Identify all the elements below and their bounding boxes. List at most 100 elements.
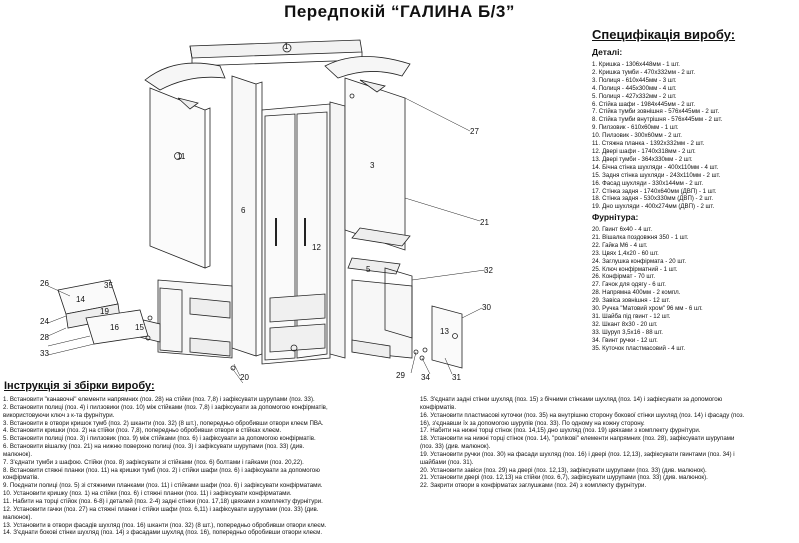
instruction-line: 22. Закрити отвори в конфірматах заглушк… bbox=[420, 482, 647, 490]
callout-20: 20 bbox=[240, 373, 249, 382]
callout-14: 14 bbox=[76, 295, 85, 304]
left-lower-cabinet bbox=[157, 279, 233, 359]
callout-24: 24 bbox=[40, 317, 49, 326]
callout-32: 32 bbox=[484, 266, 493, 275]
callout-33: 33 bbox=[40, 349, 49, 358]
part-item: 14. Бічна стінка шухляди - 400х110мм - 4… bbox=[592, 163, 719, 171]
instruction-line: 9. Поєднати полиці (поз. 5) зі стяжними … bbox=[3, 482, 323, 490]
part-item: 12. Двері шафи - 1740х318мм - 2 шт. bbox=[592, 147, 696, 155]
callout-26: 26 bbox=[40, 279, 49, 288]
instruction-line: 18. Установити на нижні торці стінок (по… bbox=[420, 435, 735, 443]
part-item: 10. Пилзовик - 300х60мм - 2 шт. bbox=[592, 132, 682, 140]
callout-11: 11 bbox=[177, 152, 186, 161]
part-item: 13. Двері тумби - 364х330мм - 2 шт. bbox=[592, 155, 693, 163]
instruction-line: 14. З'єднати бокові стінки шухляд (поз. … bbox=[3, 529, 323, 537]
callout-30: 30 bbox=[482, 303, 491, 312]
instruction-line: 10. Установити кришку (поз. 1) на стійки… bbox=[3, 490, 292, 498]
part-item: 4. Полиця - 445х300мм - 4 шт. bbox=[592, 84, 677, 92]
callout-19: 19 bbox=[100, 307, 109, 316]
callout-34: 34 bbox=[421, 373, 430, 382]
fitting-item: 28. Напрямна 400мм - 2 компл. bbox=[592, 289, 681, 297]
left-tall-panel bbox=[149, 87, 211, 269]
callout-16: 16 bbox=[110, 323, 119, 332]
fitting-item: 31. Шайба під гвинт - 12 шт. bbox=[592, 312, 671, 320]
instruction-line: 16), з'єднавши їх за допомогою шурупів (… bbox=[420, 419, 645, 427]
instruction-line: 13. Установити в отвори фасадів шухляд (… bbox=[3, 521, 327, 529]
part-item: 6. Стійка шафи - 1984х445мм - 2 шт. bbox=[592, 100, 696, 108]
parts-list: Деталі: 1. Кришка - 1306х448мм - 1 шт. 2… bbox=[592, 47, 797, 211]
instruction-line: 21. Установити двері (поз. 12,13) на сті… bbox=[420, 474, 708, 482]
fitting-item: 22. Гайка М6 - 4 шт. bbox=[592, 241, 648, 249]
part-item: 3. Полиця - 610х445мм - 3 шт. bbox=[592, 76, 677, 84]
instruction-line: 4. Встановити кришки (поз. 2) на стійки … bbox=[3, 427, 282, 435]
right-top-shelf bbox=[324, 56, 411, 79]
right-side-stand bbox=[329, 101, 346, 359]
document-title: Передпокій “ГАЛИНА Б/3” bbox=[284, 2, 515, 21]
parts-heading: Деталі: bbox=[592, 47, 623, 57]
instruction-line: конфірматів. bbox=[3, 474, 40, 482]
instruction-line: малюнок). bbox=[3, 450, 33, 458]
callout-31: 31 bbox=[452, 373, 461, 382]
instruction-line: 11. Набити на торці стійок (поз. 6-8) і … bbox=[3, 497, 323, 505]
part-item: 19. Дно шухляди - 400х274мм (ДВП) - 2 шт… bbox=[592, 203, 715, 211]
instruction-line: 19. Установити ручки (поз. 30) на фасади… bbox=[420, 450, 735, 458]
part-item: 18. Стінка задня - 530х330мм (ДВП) - 2 ш… bbox=[592, 195, 714, 203]
instructions-title: Інструкція зі збірки виробу: bbox=[4, 380, 155, 392]
callout-28: 28 bbox=[40, 333, 49, 342]
instructions-left-column: 1. Встановити "канавочні" елементи напря… bbox=[3, 396, 411, 537]
fitting-item: 30. Ручка "Матовий хром" 96 мм - 6 шт. bbox=[592, 305, 703, 313]
callout-15: 15 bbox=[135, 323, 144, 332]
part-item: 15. Задня стінка шухляди - 243х110мм - 2… bbox=[592, 171, 721, 179]
instruction-line: 2. Встановити полиці (поз. 4) і пилзовик… bbox=[3, 403, 328, 411]
callout-5: 5 bbox=[366, 265, 371, 274]
fitting-item: 20. Гвинт 6х40 - 4 шт. bbox=[592, 226, 653, 233]
instruction-line: 16. Установити пластмасові куточки (поз.… bbox=[420, 411, 745, 419]
fitting-item: 29. Завіса зовнішня - 12 шт. bbox=[592, 297, 671, 305]
part-item: 5. Полиця - 427х332мм - 2 шт. bbox=[592, 92, 677, 100]
left-side-stand bbox=[231, 75, 263, 357]
fitting-item: 27. Гачок для одягу - 6 шт. bbox=[592, 281, 666, 289]
instructions-right-column: 15. З'єднати задні стінки шухляд (поз. 1… bbox=[420, 396, 796, 490]
part-item: 17. Стінка задня - 1740х640мм (ДВП) - 1 … bbox=[592, 187, 717, 195]
instruction-line: шайбами (поз. 31). bbox=[420, 458, 474, 466]
instruction-line: малюнок). bbox=[3, 513, 33, 521]
instruction-line: 5. Встановити полиці (поз. 3) і пилзовик… bbox=[3, 435, 316, 443]
fitting-item: 21. Вішалка поздовжня 350 - 1 шт. bbox=[592, 233, 689, 241]
instruction-line: 6. Встановити вішалку (поз. 21) на нижню… bbox=[3, 443, 305, 451]
part-item: 11. Стяжна планка - 1392х332мм - 2 шт. bbox=[592, 140, 705, 148]
right-lower-cabinet bbox=[351, 267, 413, 359]
callout-27: 27 bbox=[470, 127, 479, 136]
callout-12: 12 bbox=[312, 243, 321, 252]
fitting-item: 35. Куточок пластмасовий - 4 шт. bbox=[592, 344, 686, 352]
instruction-line: 12. Установити гачки (поз. 27) на стяжні… bbox=[3, 505, 319, 513]
callout-21: 21 bbox=[480, 218, 489, 227]
instruction-line: конфірматів. bbox=[420, 403, 457, 411]
part-item: 16. Фасад шухляди - 330х144мм - 2 шт. bbox=[592, 179, 704, 187]
furniture-exploded-drawing: 1 11 6 12 3 5 13 14 15 16 19 27 21 32 30… bbox=[0, 18, 590, 383]
callout-29: 29 bbox=[396, 371, 405, 380]
fitting-item: 33. Шуруп 3,5х16 - 88 шт. bbox=[592, 328, 663, 336]
fitting-item: 25. Ключ конфірматний - 1 шт. bbox=[592, 265, 678, 273]
part-item: 9. Пилзовик - 610х60мм - 1 шт. bbox=[592, 124, 679, 132]
callout-6: 6 bbox=[241, 206, 246, 215]
instruction-line: 8. Встановити стяжні планки (поз. 11) на… bbox=[3, 466, 320, 474]
callout-35: 35 bbox=[104, 281, 113, 290]
callout-1: 1 bbox=[284, 42, 289, 51]
center-wardrobe bbox=[261, 103, 331, 365]
fittings-list: Фурнітура: 20. Гвинт 6х40 - 4 шт. 21. Ві… bbox=[592, 212, 797, 353]
instruction-line: використовуючи ключ з к-та фурнітури. bbox=[3, 411, 115, 419]
fitting-item: 32. Шкант 8х30 - 20 шт. bbox=[592, 320, 658, 328]
part-item: 1. Кришка - 1306х448мм - 1 шт. bbox=[592, 61, 680, 68]
specification-title: Специфікація виробу: bbox=[592, 27, 736, 42]
right-door bbox=[431, 305, 463, 369]
instruction-line: 15. З'єднати задні стінки шухляд (поз. 1… bbox=[420, 396, 723, 403]
left-top-shelf bbox=[144, 62, 226, 91]
callout-13: 13 bbox=[440, 327, 449, 336]
fittings-heading: Фурнітура: bbox=[592, 212, 639, 222]
right-tall-panel bbox=[344, 77, 406, 251]
callout-3: 3 bbox=[370, 161, 375, 170]
instruction-line: 17. Набити на нижні торці стінок (поз. 1… bbox=[420, 427, 701, 435]
instruction-line: 20. Установити завіси (поз. 29) на двері… bbox=[420, 466, 707, 474]
instruction-line: 1. Встановити "канавочні" елементи напря… bbox=[3, 396, 315, 403]
part-item: 2. Кришка тумби - 470х332мм - 2 шт. bbox=[592, 68, 696, 76]
